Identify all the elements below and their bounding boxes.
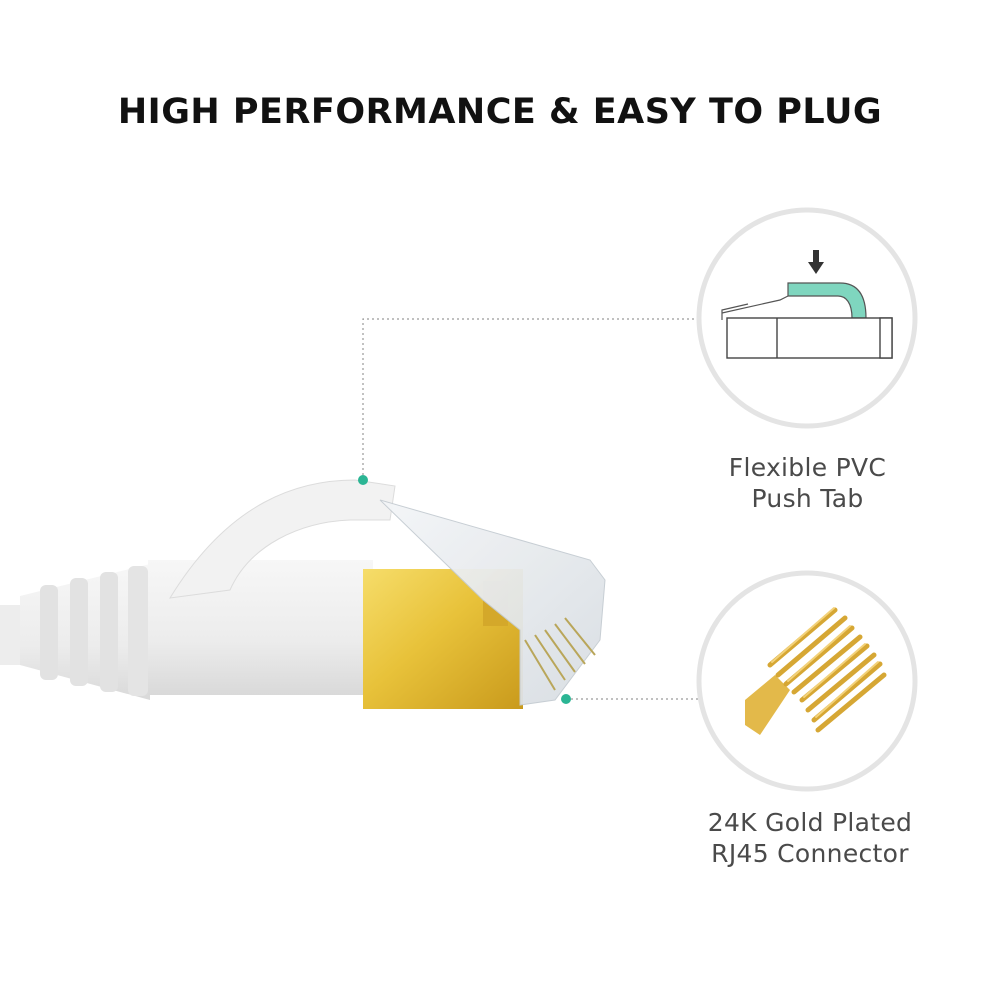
clear-plug (379, 499, 606, 706)
cable (0, 479, 396, 700)
tab-callout-line (362, 318, 700, 480)
push-tab-label-line1: Flexible PVC (728, 453, 887, 482)
gold-plated-label-line2: RJ45 Connector (711, 839, 909, 868)
gold-plated-label: 24K Gold Plated RJ45 Connector (695, 807, 925, 869)
gold-contacts (745, 607, 887, 735)
gold-dot (561, 694, 571, 704)
push-tab-label-line2: Push Tab (751, 484, 864, 513)
gold-contacts-callout-circle (696, 570, 918, 792)
tab-dot (358, 475, 368, 485)
callout-lines (362, 318, 700, 700)
gold-plated-label-line1: 24K Gold Plated (707, 808, 913, 837)
headline: HIGH PERFORMANCE & EASY TO PLUG (117, 92, 883, 132)
push-tab-label: Flexible PVC Push Tab (700, 452, 915, 514)
push-tab-callout-circle (696, 207, 918, 429)
